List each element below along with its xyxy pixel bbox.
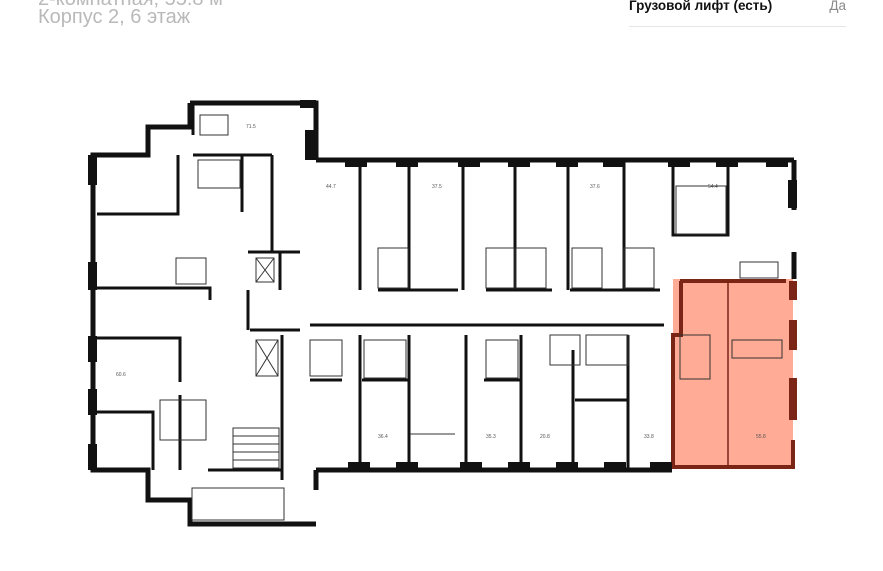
building-floor-title: Корпус 2, 6 этаж [38,6,191,28]
area-label-44-7: 44.7 [326,184,336,190]
area-label-36-4: 36.4 [378,434,388,440]
freight-elevator-label: Грузовой лифт (есть) [629,0,773,13]
area-label-71-5: 71.5 [246,124,256,130]
area-label-55-8: 55.8 [756,434,766,440]
area-labels: 71.5 44.7 37.5 37.6 54.4 60.6 36.4 35.3 … [116,124,766,440]
selected-apartment[interactable] [671,279,797,469]
selected-apartment-fill [673,279,793,467]
area-label-37-5: 37.5 [432,184,442,190]
apartment-type-title: 2-комнатная, 55.8 м [38,0,223,11]
area-label-20-8: 20.8 [540,434,550,440]
freight-elevator-value: Да [829,0,846,13]
area-label-35-3: 35.3 [486,434,496,440]
interior-walls [97,103,730,480]
area-label-33-8: 33.8 [644,434,654,440]
freight-elevator-row: Грузовой лифт (есть) Да [629,0,846,27]
area-label-54-4: 54.4 [708,184,718,190]
area-label-37-6: 37.6 [590,184,600,190]
area-label-60-6: 60.6 [116,372,126,378]
selected-apartment-border [671,279,797,469]
fixtures [159,114,783,521]
